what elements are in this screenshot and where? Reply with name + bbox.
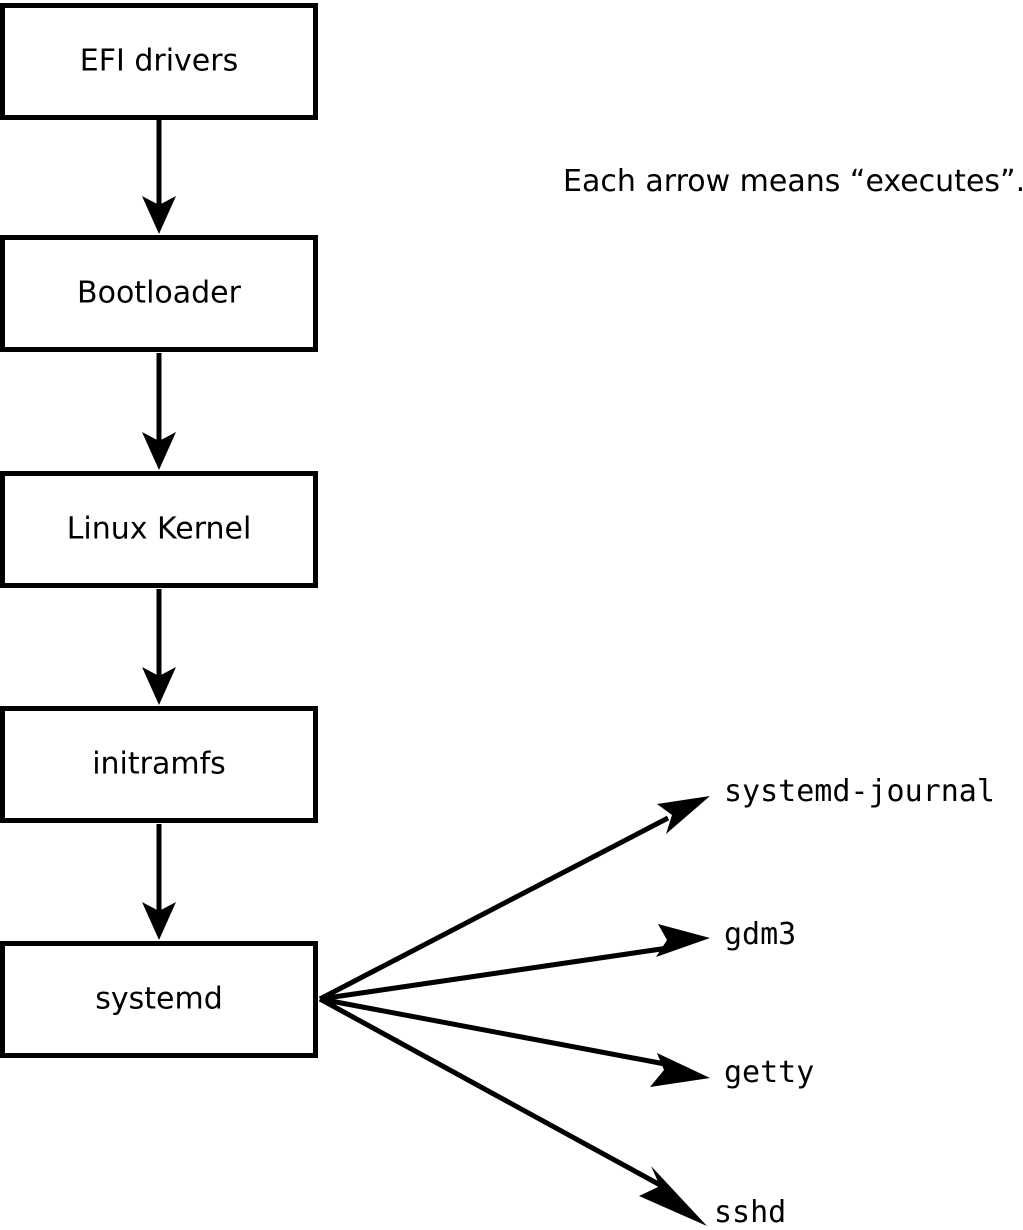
stage-box-rect-linux-kernel <box>0 471 318 588</box>
arrow-initramfs-to-systemd <box>142 824 176 940</box>
stage-box-label-systemd: systemd <box>95 982 223 1017</box>
legend-caption: Each arrow means “executes”. <box>563 164 1023 199</box>
stage-box-initramfs[interactable]: initramfs <box>0 706 318 823</box>
arrowhead-fan-1 <box>657 796 710 834</box>
arrow-linux-kernel-to-initramfs <box>142 589 176 705</box>
arrow-bootloader-to-linux-kernel <box>142 353 176 470</box>
service-label-gdm3: gdm3 <box>724 917 796 952</box>
arrow-systemd-to-systemd-journal <box>318 796 710 1002</box>
stage-box-systemd[interactable]: systemd <box>0 941 318 1058</box>
arrow-systemd-to-getty <box>319 996 710 1087</box>
stage-box-efi-drivers[interactable]: EFI drivers <box>0 3 318 120</box>
arrow-efi-drivers-to-bootloader <box>142 118 176 234</box>
stage-box-linux-kernel[interactable]: Linux Kernel <box>0 471 318 588</box>
arrowhead-down-2 <box>142 432 176 470</box>
stage-box-rect-initramfs <box>0 706 318 823</box>
arrowhead-down-3 <box>142 667 176 705</box>
stage-box-rect-efi-drivers <box>0 3 318 120</box>
stage-box-label-efi-drivers: EFI drivers <box>80 44 238 79</box>
service-label-getty: getty <box>724 1055 814 1090</box>
stage-box-rect-bootloader <box>0 235 318 352</box>
arrowhead-fan-4 <box>639 1166 707 1226</box>
arrow-systemd-to-gdm3 <box>319 924 710 1002</box>
arrowhead-fan-3 <box>650 1053 710 1087</box>
service-label-systemd-journal: systemd-journal <box>724 774 995 809</box>
arrowhead-fan-2 <box>656 924 710 957</box>
stage-box-bootloader[interactable]: Bootloader <box>0 235 318 352</box>
arrowhead-down-1 <box>142 196 176 234</box>
arrowhead-down-4 <box>142 902 176 940</box>
stage-box-label-initramfs: initramfs <box>92 747 226 782</box>
stage-box-label-linux-kernel: Linux Kernel <box>67 512 252 547</box>
stage-box-label-bootloader: Bootloader <box>77 276 242 311</box>
stage-box-rect-systemd <box>0 941 318 1058</box>
arrow-systemd-to-sshd <box>318 996 707 1226</box>
service-label-sshd: sshd <box>714 1195 786 1230</box>
